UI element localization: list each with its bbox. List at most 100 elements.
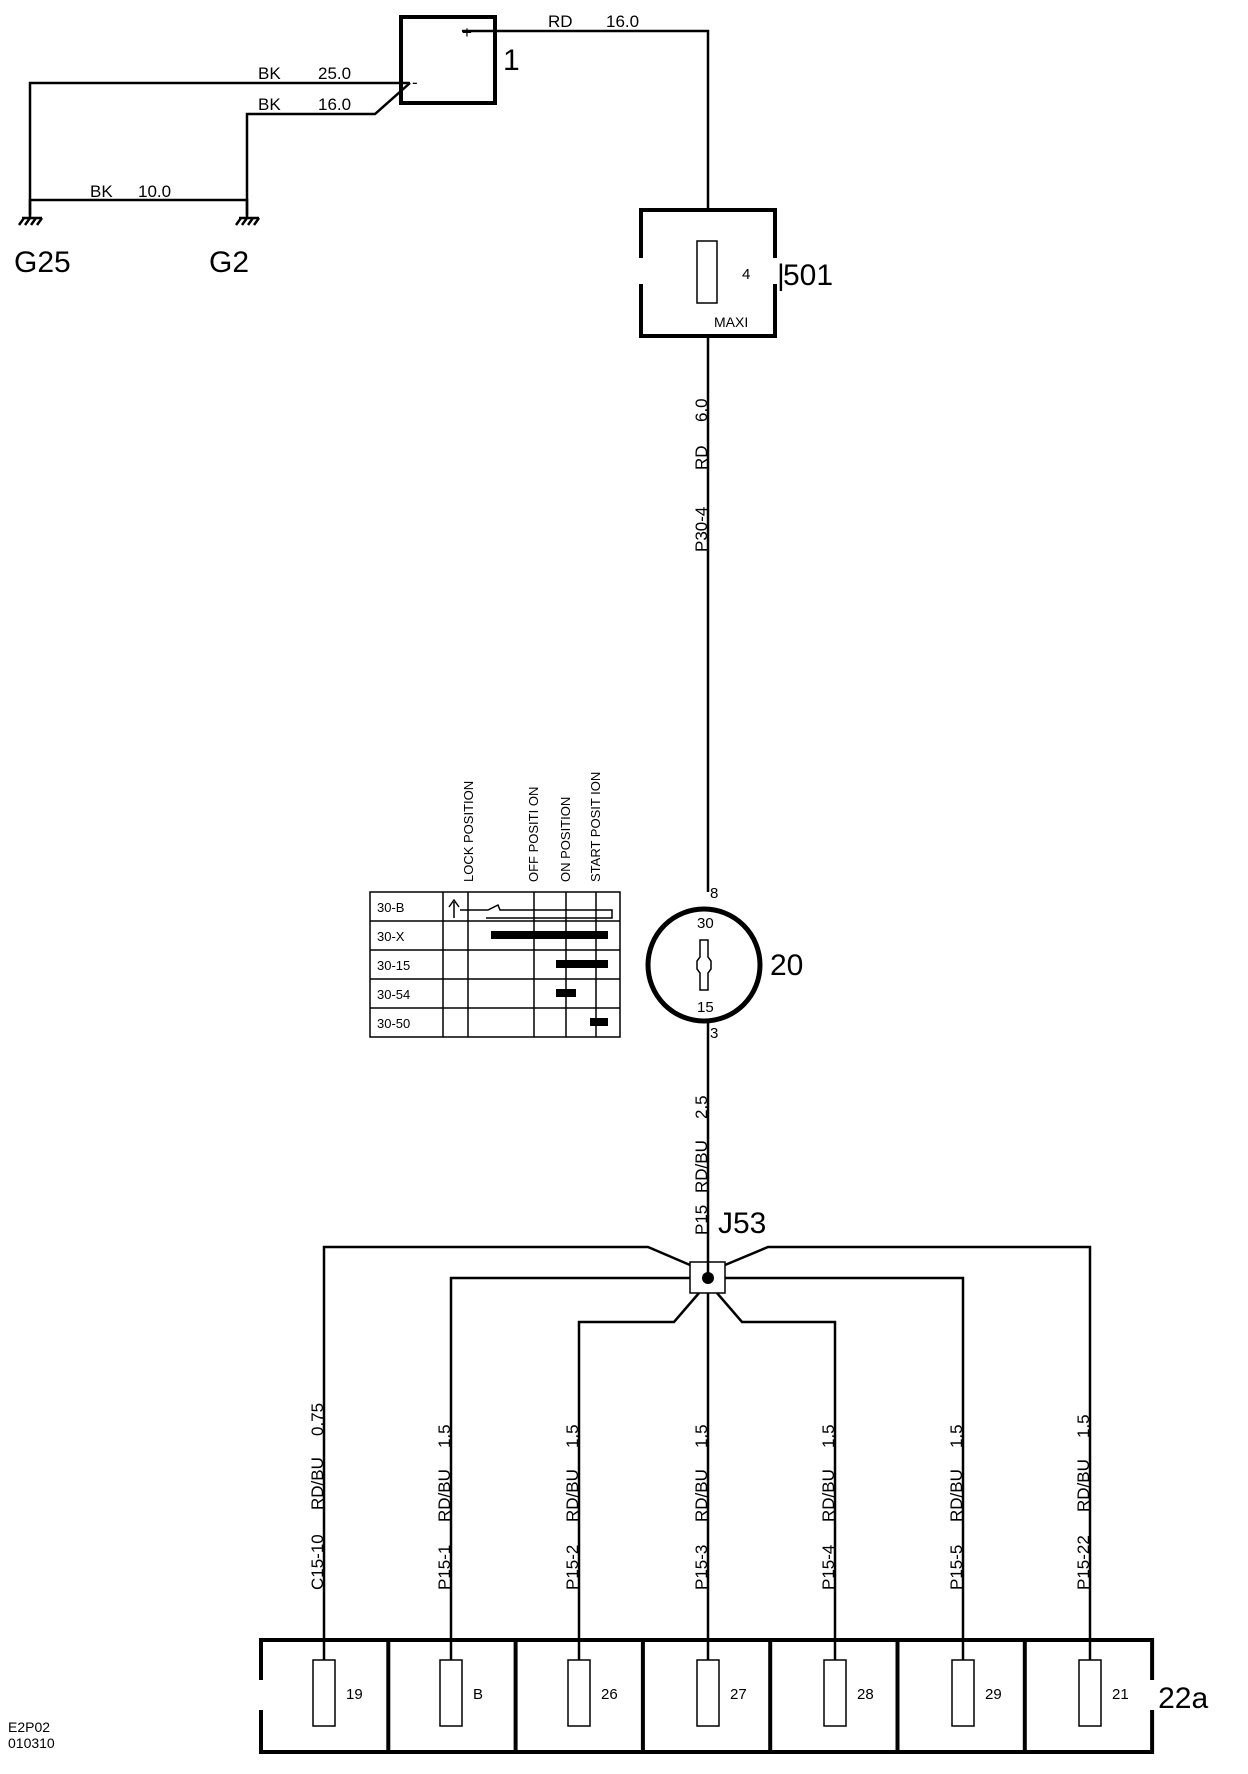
fuse-icon xyxy=(1078,1659,1102,1727)
drawing-date-code: 010310 xyxy=(8,1735,55,1751)
branch-label-2: P15-2 RD/BU 1.5 xyxy=(563,1424,582,1590)
bar-30x xyxy=(491,931,608,939)
branch-circuit-4: P15-4 xyxy=(819,1545,838,1590)
fusebox-22a-gap xyxy=(256,1680,266,1710)
wire-battery-positive-color: RD xyxy=(548,12,573,31)
branch-circuit-5: P15-5 xyxy=(947,1545,966,1590)
wire-battery-to-g2 xyxy=(245,82,411,215)
fuse-4-type: MAXI xyxy=(714,314,748,330)
fuse-number: 19 xyxy=(346,1686,363,1703)
wire-g25-to-g2-color: BK xyxy=(90,182,113,201)
lock-return-icon xyxy=(460,903,613,919)
fuse-number: 26 xyxy=(601,1686,618,1703)
branch-label-0: C15-10 RD/BU 0.75 xyxy=(308,1403,327,1590)
ignition-key-icon xyxy=(696,939,712,991)
branch-color-6: RD/BU xyxy=(1074,1459,1093,1512)
battery-minus-terminal: - xyxy=(412,73,418,92)
branch-color-0: RD/BU xyxy=(308,1457,327,1510)
fuse-4-number: 4 xyxy=(742,266,750,283)
ignition-switch-circle xyxy=(645,906,763,1024)
wire-battery-to-g2-color: BK xyxy=(258,95,281,114)
branch-size-1: 1.5 xyxy=(435,1424,454,1448)
ignition-row-30-54: 30-54 xyxy=(377,987,410,1002)
branch-circuit-3: P15-3 xyxy=(692,1545,711,1590)
wire-p15-size: 2.5 xyxy=(692,1095,711,1119)
ignition-pin-out: 3 xyxy=(710,1025,718,1042)
splice-j53-label: J53 xyxy=(718,1207,766,1240)
wire-p15-circuit: P15 xyxy=(692,1205,711,1235)
branch-wire-p15-4 xyxy=(716,1292,837,1660)
fusebox-22a-gap xyxy=(1147,1680,1158,1710)
fusebox-501-box xyxy=(639,208,777,338)
fuse-icon xyxy=(439,1659,463,1727)
branch-wire-p15-5 xyxy=(725,1276,965,1660)
fusebox-501-label: 501 xyxy=(783,259,833,292)
ignition-row-30-50: 30-50 xyxy=(377,1016,410,1031)
wire-p30-4-circuit: P30-4 xyxy=(692,507,711,552)
ground-g2: G2 xyxy=(209,210,261,279)
fuse-number: 21 xyxy=(1112,1686,1129,1703)
wire-p30-4-color: RD xyxy=(692,445,711,470)
wire-p15-label: P15 RD/BU 2.5 xyxy=(692,1095,711,1235)
fuse-number: 29 xyxy=(985,1686,1002,1703)
fusebox-22a-outline xyxy=(259,1638,1155,1754)
position-lock: LOCK POSITION xyxy=(461,781,476,882)
branch-wire-p15-22 xyxy=(724,1245,1092,1660)
branch-size-0: 0.75 xyxy=(308,1403,327,1436)
branch-size-4: 1.5 xyxy=(819,1424,838,1448)
branch-color-3: RD/BU xyxy=(692,1469,711,1522)
ignition-term-bottom: 15 xyxy=(697,999,714,1016)
wire-p15-color: RD/BU xyxy=(692,1140,711,1193)
drawing-code: E2P02 xyxy=(8,1719,50,1735)
wire-battery-to-g25-color: BK xyxy=(258,64,281,83)
position-on: ON POSITION xyxy=(558,797,573,882)
branch-label-5: P15-5 RD/BU 1.5 xyxy=(947,1424,966,1590)
wire-p30-4-size: 6.0 xyxy=(692,398,711,422)
ground-g2-label: G2 xyxy=(209,246,249,279)
wire-p30-4-label: P30-4 RD 6.0 xyxy=(692,398,711,552)
ignition-switch-label: 20 xyxy=(770,949,803,982)
fuse-icon xyxy=(312,1659,336,1727)
fuse-number: 28 xyxy=(857,1686,874,1703)
fusebox-501-gap-left xyxy=(636,258,646,284)
ignition-position-table: 30-B 30-X 30-15 30-54 30-50 LOCK POSITIO… xyxy=(369,772,621,1038)
ground-g2-icon xyxy=(234,210,261,226)
fuse-icon xyxy=(567,1659,591,1727)
ground-g25: G25 xyxy=(14,210,71,279)
branch-color-5: RD/BU xyxy=(947,1469,966,1522)
branch-circuit-6: P15-22 xyxy=(1074,1535,1093,1590)
ignition-row-30b: 30-B xyxy=(377,900,404,915)
fuse-number: 27 xyxy=(730,1686,747,1703)
branch-circuit-0: C15-10 xyxy=(308,1534,327,1590)
ignition-term-top: 30 xyxy=(697,915,714,932)
fusebox-501-divider: | xyxy=(777,259,785,292)
branch-wire-p15-1 xyxy=(449,1276,690,1660)
battery-box xyxy=(399,15,497,105)
wire-battery-positive xyxy=(462,29,710,210)
branch-size-2: 1.5 xyxy=(563,1424,582,1448)
fuse-4-icon xyxy=(696,240,718,304)
branch-size-6: 1.5 xyxy=(1074,1414,1093,1438)
branch-label-6: P15-22 RD/BU 1.5 xyxy=(1074,1414,1093,1590)
ignition-pin-in: 8 xyxy=(710,885,718,902)
branch-circuit-2: P15-2 xyxy=(563,1545,582,1590)
battery-plus-terminal: + xyxy=(462,23,472,42)
branch-size-5: 1.5 xyxy=(947,1424,966,1448)
fusebox-501: 4 MAXI 501 xyxy=(636,208,833,338)
branch-wire-p15-2 xyxy=(577,1292,700,1660)
fusebox-22a-label: 22a xyxy=(1158,1682,1208,1715)
position-off: OFF POSITI ON xyxy=(526,787,541,882)
fuse-number: B xyxy=(473,1686,483,1703)
ignition-switch-20: 30 15 8 3 20 xyxy=(645,885,803,1042)
ground-g25-icon xyxy=(17,210,44,226)
wire-battery-positive-size: 16.0 xyxy=(606,12,639,31)
battery-label: 1 xyxy=(503,44,520,77)
wire-battery-to-g2-size: 16.0 xyxy=(318,95,351,114)
bar-30-15 xyxy=(556,960,608,968)
wire-battery-to-g25-size: 25.0 xyxy=(318,64,351,83)
ignition-row-30x: 30-X xyxy=(377,929,405,944)
splice-j53-node xyxy=(702,1272,714,1284)
lock-arrow-icon xyxy=(448,898,460,918)
position-start: START POSIT ION xyxy=(588,772,603,882)
bar-30-50 xyxy=(590,1018,608,1026)
